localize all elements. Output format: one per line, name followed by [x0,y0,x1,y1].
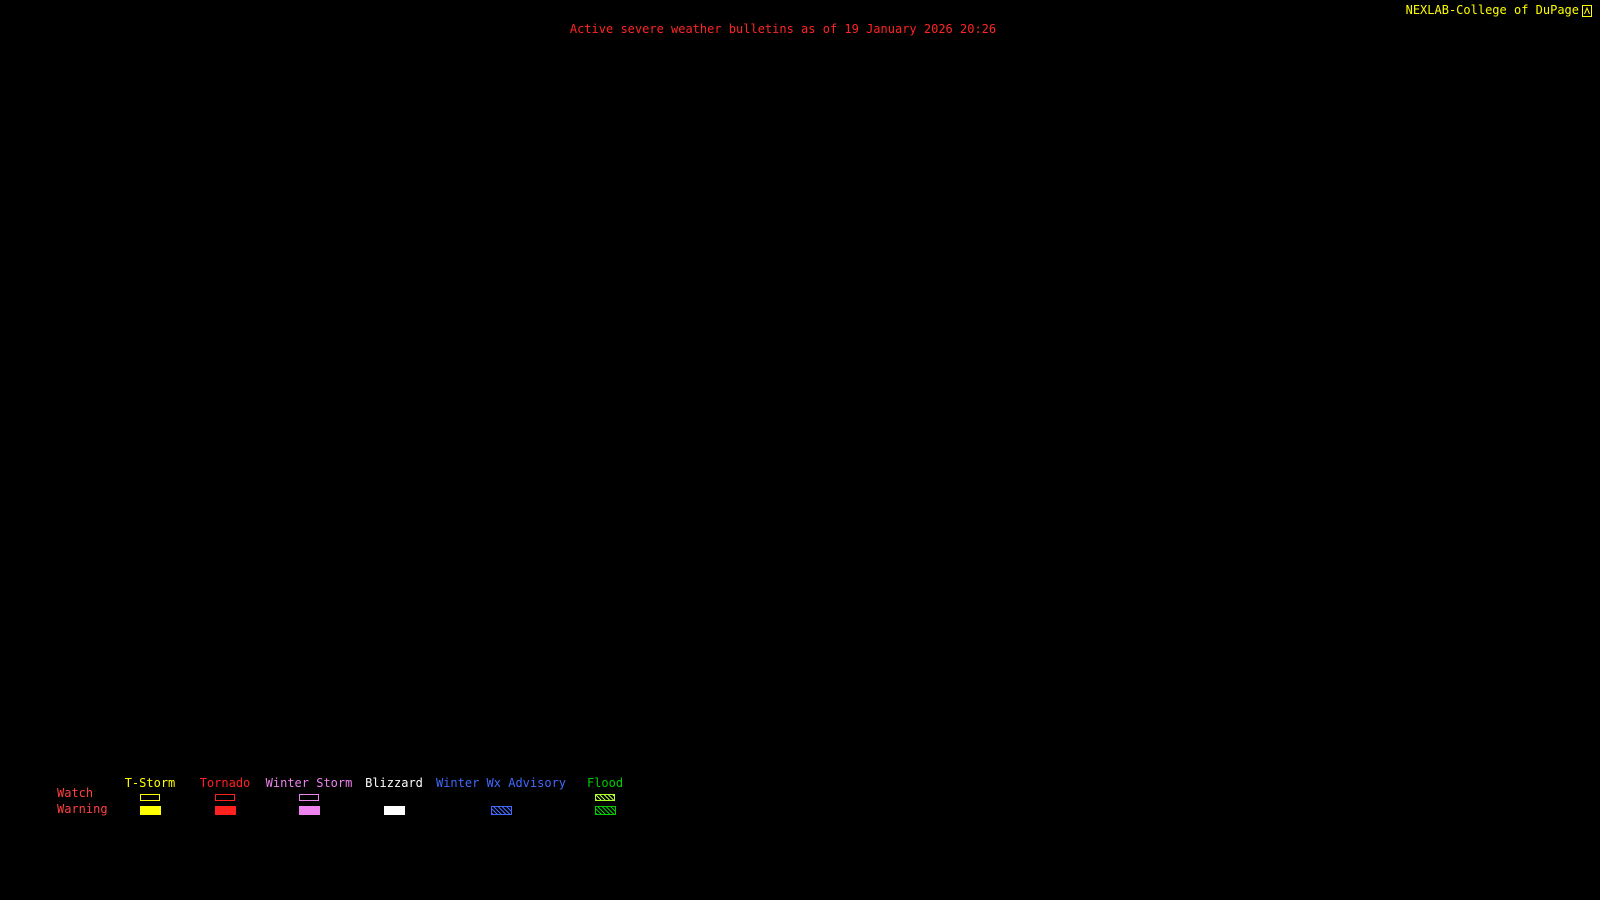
legend-column-label: Winter Storm [265,776,353,790]
brand: NEXLAB-College of DuPage [1406,4,1592,17]
watch-swatch [215,794,235,801]
watch-swatch [595,794,615,801]
warning-swatch [139,806,161,815]
warning-swatch [383,806,405,815]
legend-column-label: Tornado [199,776,251,790]
warning-swatch [214,806,236,815]
legend-column-label: Flood [586,776,624,790]
warning-swatch [298,806,320,815]
map-title: Active severe weather bulletins as of 19… [569,22,997,36]
legend-column: Tornado [145,777,305,815]
cod-logo-icon [1582,4,1592,17]
brand-text: NEXLAB-College of DuPage [1405,3,1579,17]
legend-warning-label: Warning [57,802,108,816]
legend-column-label: Blizzard [365,776,423,790]
warning-swatch [594,806,616,815]
legend-column: Winter Wx Advisory [421,777,581,815]
watch-swatch [299,794,319,801]
watch-swatch [140,794,160,801]
legend-column: Winter Storm [229,777,389,815]
legend-column: T-Storm [70,777,230,815]
legend-column-label: Winter Wx Advisory [435,776,567,790]
legend-column: Blizzard [314,777,474,815]
warning-swatch [490,806,512,815]
legend-column: Flood [525,777,685,815]
legend-column-label: T-Storm [124,776,176,790]
legend-watch-label: Watch [57,786,94,800]
